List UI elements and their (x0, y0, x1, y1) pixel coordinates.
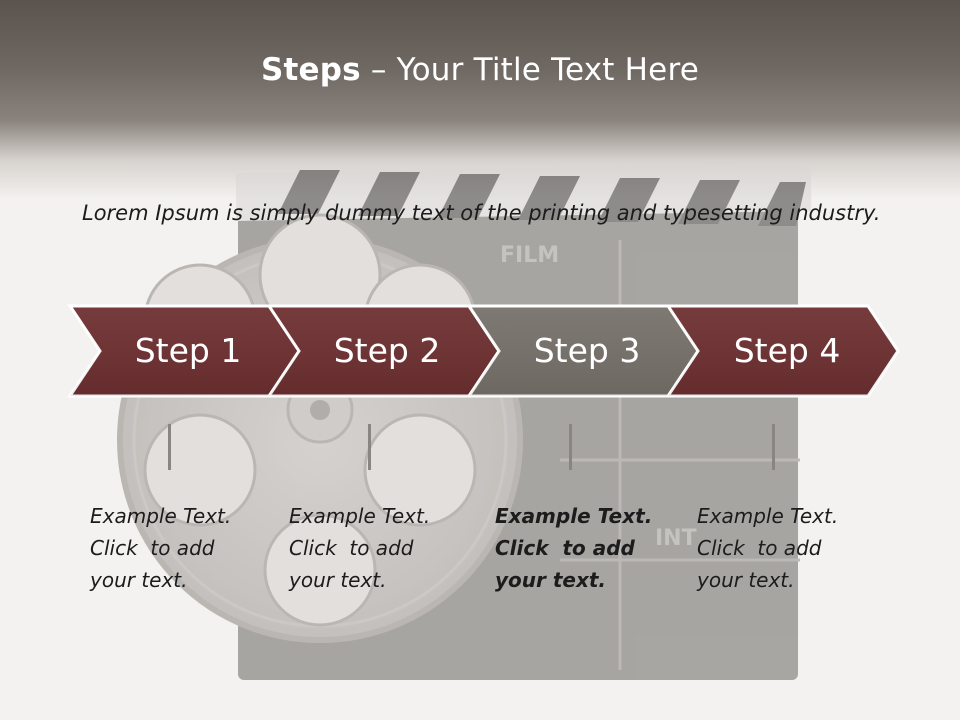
step-1-desc-line: Click to add (90, 536, 215, 560)
step-4-chevron-shade (668, 306, 898, 396)
step-4-connector (772, 424, 775, 470)
step-1-connector (168, 424, 171, 470)
step-1-label[interactable]: Step 1 (134, 331, 242, 370)
step-3-connector (569, 424, 572, 470)
clapper-int-text: INT (655, 526, 697, 551)
step-1-description[interactable]: Example Text. Click to add your text. (90, 500, 260, 596)
step-3-desc-line: Click to add (495, 536, 635, 560)
page-title: Steps – Your Title Text Here (0, 52, 960, 88)
step-3-desc-line: your text. (495, 568, 607, 592)
step-4-label[interactable]: Step 4 (733, 331, 841, 370)
step-1-desc-line: your text. (90, 568, 188, 592)
step-2-chevron-shade (269, 306, 499, 396)
step-4-description[interactable]: Example Text. Click to add your text. (697, 500, 867, 596)
step-2-description[interactable]: Example Text. Click to add your text. (289, 500, 459, 596)
step-1-desc-line: Example Text. (90, 504, 232, 528)
step-2-desc-line: Example Text. (289, 504, 431, 528)
title-rest: – Your Title Text Here (360, 52, 699, 88)
step-1-chevron-shade (70, 306, 300, 396)
step-4-desc-line: Click to add (697, 536, 822, 560)
step-3-desc-line: Example Text. (495, 504, 653, 528)
step-2-connector (368, 424, 371, 470)
step-3-chevron-shade (469, 306, 699, 396)
step-2-desc-line: Click to add (289, 536, 414, 560)
step-4-desc-line: your text. (697, 568, 795, 592)
step-3-description[interactable]: Example Text. Click to add your text. (495, 500, 665, 596)
step-4-desc-line: Example Text. (697, 504, 839, 528)
step-3-label[interactable]: Step 3 (533, 331, 641, 370)
step-2-desc-line: your text. (289, 568, 387, 592)
title-bold: Steps (260, 52, 361, 88)
step-2-label[interactable]: Step 2 (333, 331, 441, 370)
intro-text: Lorem Ipsum is simply dummy text of the … (82, 201, 881, 225)
clapper-film-text: FILM (500, 243, 559, 268)
